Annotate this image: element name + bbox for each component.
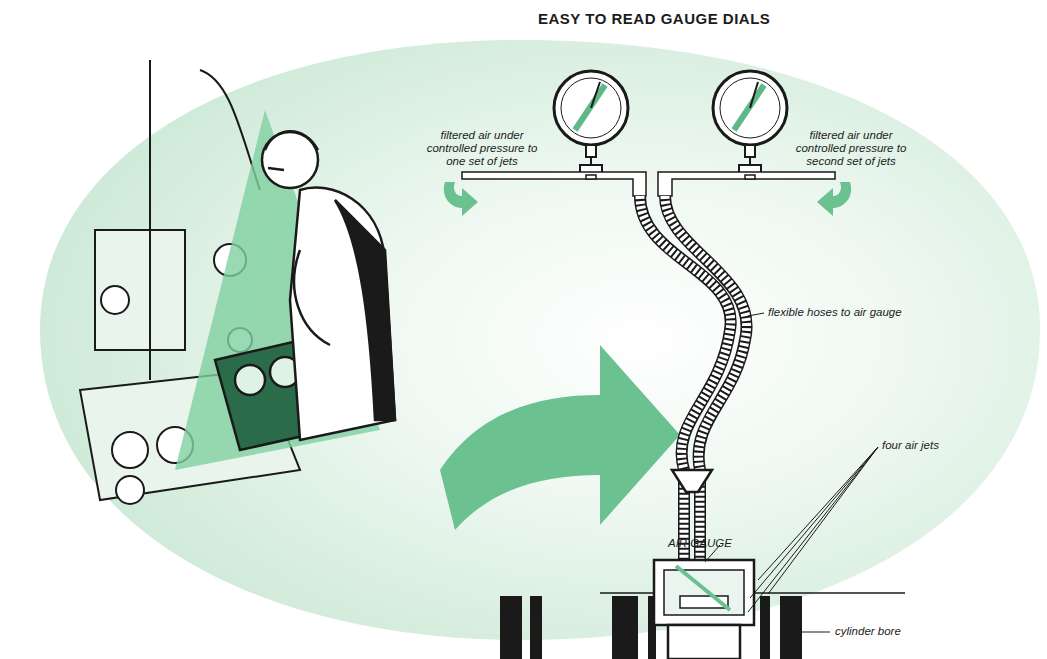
air-pipes	[462, 172, 835, 196]
part-label: AIR GAUGE	[668, 537, 768, 550]
background-oval	[40, 40, 1040, 640]
jets-label: four air jets	[882, 439, 1032, 452]
gauge-handle	[672, 470, 712, 492]
flexible-hoses	[640, 196, 747, 560]
hose-label: flexible hoses to air gauge	[768, 306, 1038, 319]
diagram-title: EASY TO READ GAUGE DIALS	[538, 10, 770, 27]
leader-lines	[705, 313, 878, 636]
gauge-dials	[554, 71, 787, 175]
technician	[262, 131, 395, 440]
air-gauge-plug	[654, 560, 754, 659]
part-label: cylinder bore	[835, 625, 985, 638]
big-arrow	[440, 345, 680, 530]
pressure-note: filtered air under controlled pressure t…	[790, 129, 912, 169]
pressure-note: filtered air under controlled pressure t…	[422, 129, 542, 169]
